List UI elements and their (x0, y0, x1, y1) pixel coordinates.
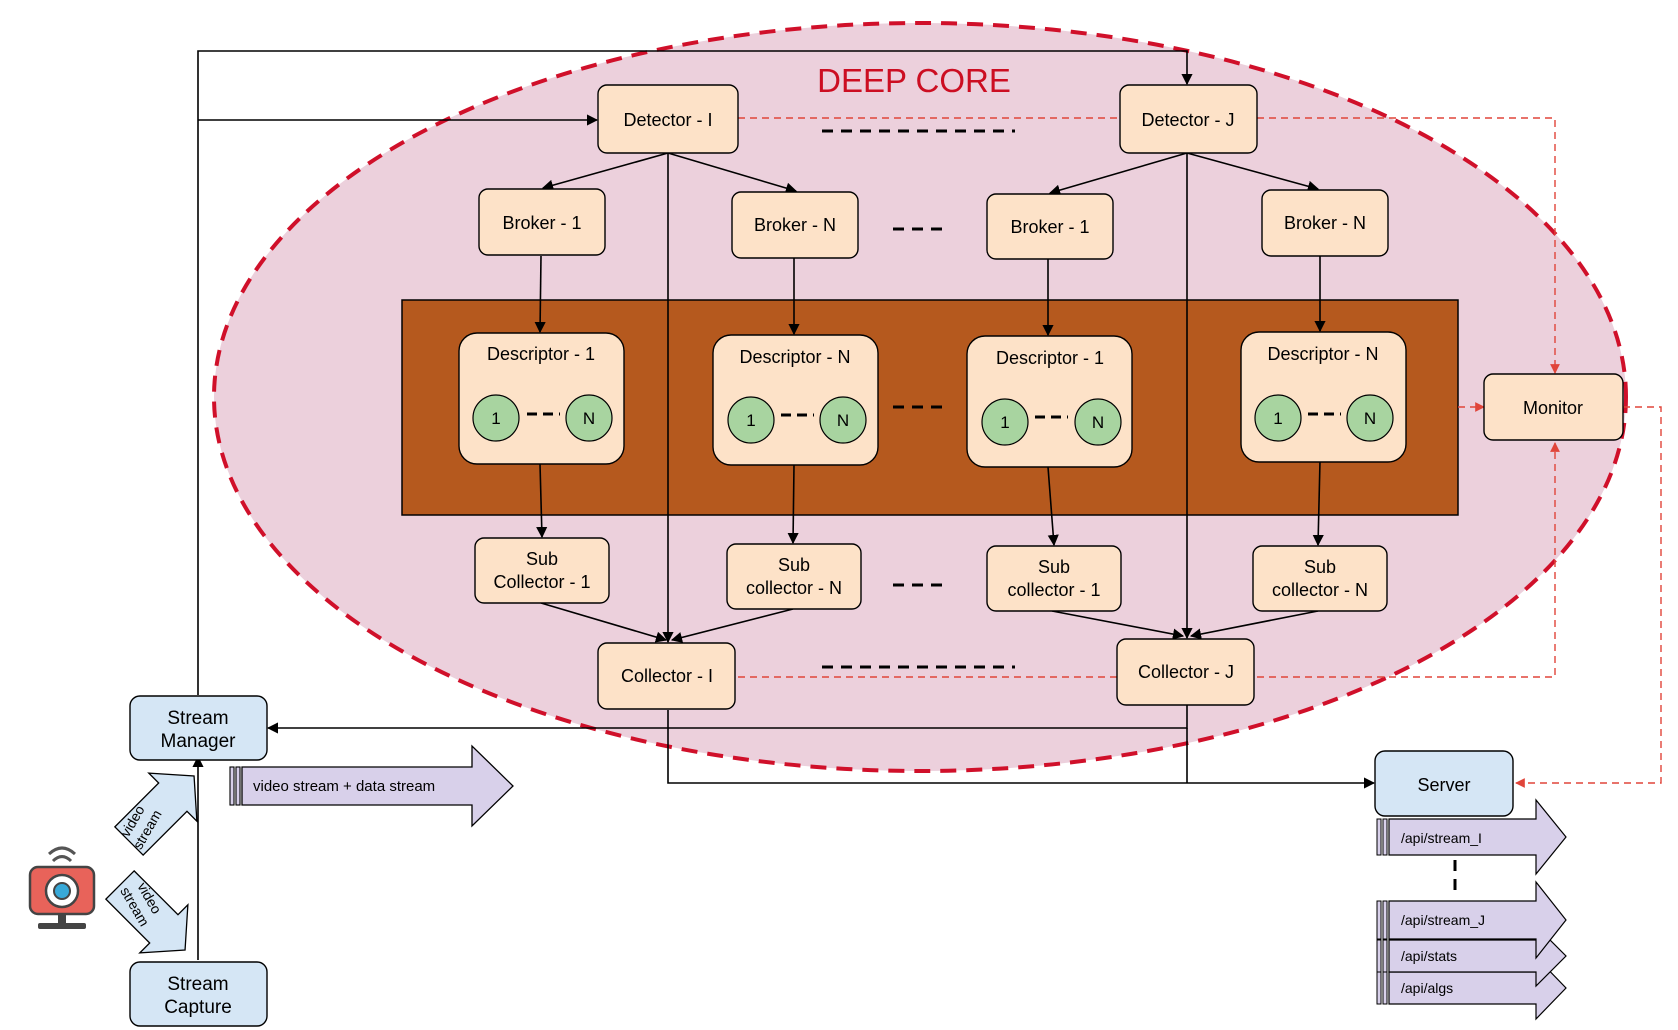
svg-text:N: N (1364, 409, 1376, 428)
broker-1-j: Broker - 1 (986, 193, 1114, 260)
video-stream-arrow-up: video stream (113, 772, 198, 857)
ellipsis-separators (822, 129, 1457, 890)
sub-collector-n-i: Sub collector - N (726, 543, 862, 610)
api-endpoint-stats: /api/stats (1376, 924, 1567, 988)
svg-text:Sub: Sub (1038, 557, 1070, 577)
svg-text:N: N (837, 411, 849, 430)
svg-text:collector - 1: collector - 1 (1007, 580, 1100, 600)
svg-text:N: N (583, 409, 595, 428)
svg-text:Descriptor - 1: Descriptor - 1 (996, 348, 1104, 368)
svg-text:Detector - J: Detector - J (1141, 110, 1234, 130)
svg-text:Capture: Capture (164, 997, 232, 1018)
monitor-links (738, 117, 1662, 788)
svg-text:Collector - J: Collector - J (1138, 662, 1234, 682)
broker-n-i: Broker - N (731, 191, 859, 259)
video-stream-arrow-down: video stream (104, 869, 189, 954)
svg-text:/api/stream_J: /api/stream_J (1401, 912, 1485, 928)
svg-text:/api/algs: /api/algs (1401, 980, 1453, 996)
descriptor-n-i: Descriptor - N 1 N (712, 334, 879, 466)
descriptor-1-j: Descriptor - 1 1 N (966, 335, 1133, 468)
svg-text:Broker - N: Broker - N (754, 215, 836, 235)
monitor-node: Monitor (1483, 373, 1624, 441)
deep-core-title: DEEP CORE (817, 62, 1011, 99)
svg-text:Stream: Stream (167, 708, 228, 729)
svg-text:Broker - N: Broker - N (1284, 213, 1366, 233)
connectors (192, 50, 1376, 960)
svg-text:Descriptor - 1: Descriptor - 1 (487, 344, 595, 364)
svg-text:1: 1 (1000, 413, 1009, 432)
svg-text:Collector - 1: Collector - 1 (493, 572, 590, 592)
svg-text:Server: Server (1417, 775, 1470, 795)
stream-manager-node: Stream Manager (129, 695, 268, 761)
svg-text:collector - N: collector - N (746, 578, 842, 598)
svg-text:video stream + data stream: video stream + data stream (253, 778, 435, 795)
svg-text:Collector - I: Collector - I (621, 666, 713, 686)
svg-text:Monitor: Monitor (1523, 398, 1583, 418)
svg-text:Detector - I: Detector - I (623, 110, 712, 130)
svg-text:Descriptor - N: Descriptor - N (739, 347, 850, 367)
broker-1-i: Broker - 1 (478, 188, 606, 256)
video-data-stream-arrow: video stream + data stream (229, 744, 514, 828)
broker-n-j: Broker - N (1261, 189, 1389, 257)
descriptor-n-j: Descriptor - N 1 N (1240, 331, 1407, 463)
stream-capture-node: Stream Capture (129, 961, 268, 1027)
svg-text:collector - N: collector - N (1272, 580, 1368, 600)
svg-text:/api/stats: /api/stats (1401, 948, 1457, 964)
svg-text:Sub: Sub (1304, 557, 1336, 577)
svg-text:Descriptor - N: Descriptor - N (1267, 344, 1378, 364)
svg-text:Sub: Sub (778, 555, 810, 575)
detector-j: Detector - J (1119, 84, 1258, 154)
svg-text:/api/stream_I: /api/stream_I (1401, 830, 1482, 846)
api-endpoint-stream-i: /api/stream_I (1376, 798, 1567, 876)
collector-j: Collector - J (1116, 638, 1255, 706)
svg-text:1: 1 (1273, 409, 1282, 428)
api-endpoint-stream-j: /api/stream_J (1376, 880, 1567, 960)
collector-i: Collector - I (597, 642, 736, 710)
svg-text:N: N (1092, 413, 1104, 432)
svg-text:Stream: Stream (167, 974, 228, 995)
descriptor-1-i: Descriptor - 1 1 N (458, 332, 625, 465)
sub-collector-1-j: Sub collector - 1 (986, 545, 1122, 612)
svg-text:Broker - 1: Broker - 1 (1010, 217, 1089, 237)
svg-text:Broker - 1: Broker - 1 (502, 213, 581, 233)
svg-text:1: 1 (491, 409, 500, 428)
svg-text:Sub: Sub (526, 549, 558, 569)
detector-i: Detector - I (597, 84, 739, 154)
server-node: Server (1374, 750, 1514, 817)
sub-collector-1-i: Sub Collector - 1 (474, 537, 610, 604)
sub-collector-n-j: Sub collector - N (1252, 545, 1388, 612)
webcam-icon (28, 846, 96, 929)
svg-text:Manager: Manager (161, 731, 237, 752)
svg-text:1: 1 (746, 411, 755, 430)
